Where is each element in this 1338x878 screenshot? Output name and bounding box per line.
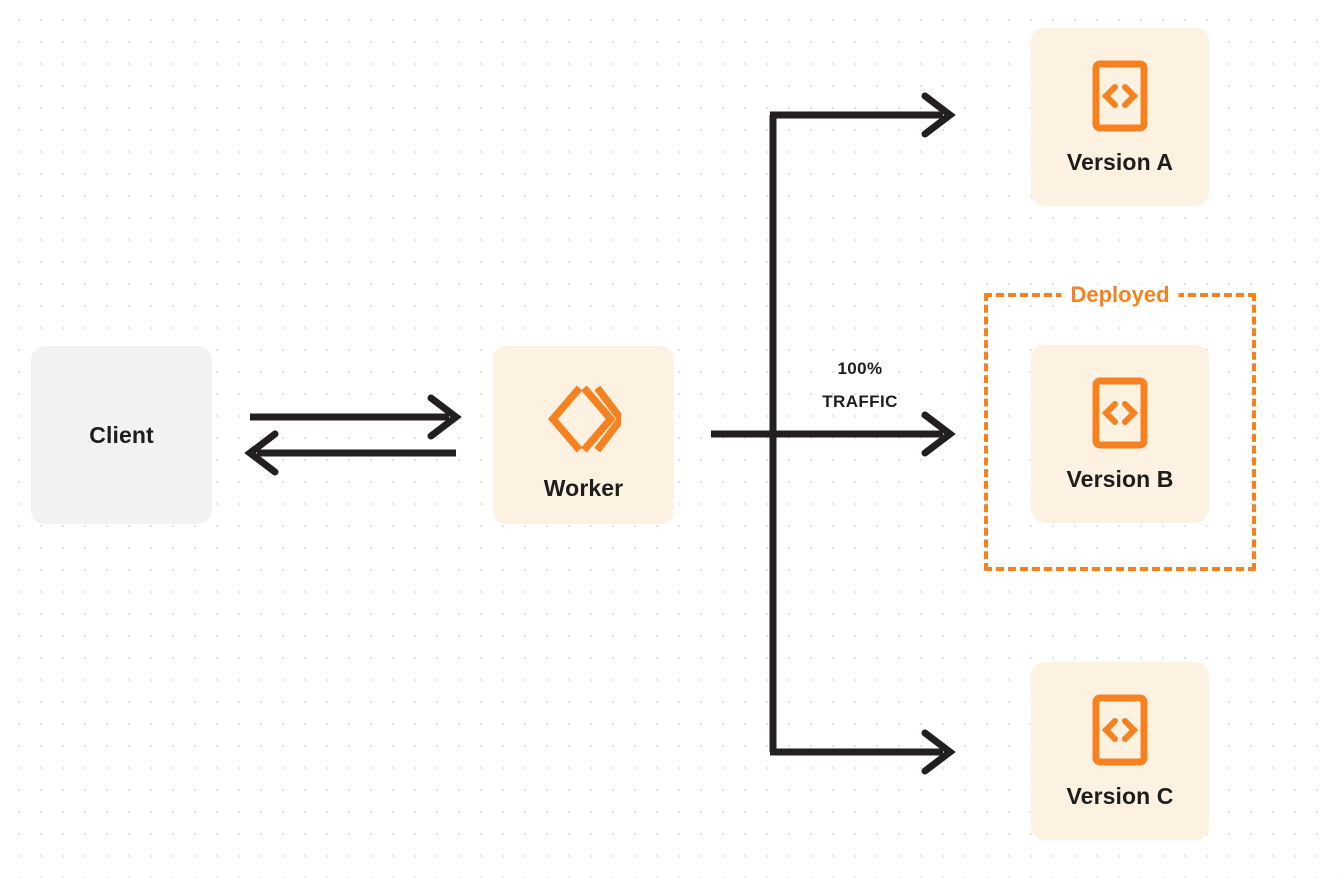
connector-worker-to-client xyxy=(244,430,456,476)
traffic-label: 100% TRAFFIC xyxy=(790,352,930,418)
version-a-node[interactable]: Version A xyxy=(1031,28,1209,206)
version-c-label: Version C xyxy=(1066,783,1174,809)
version-a-label: Version A xyxy=(1066,149,1174,175)
version-b-node[interactable]: Version B xyxy=(1031,345,1209,523)
traffic-percent: 100% xyxy=(837,359,883,378)
traffic-word: TRAFFIC xyxy=(822,392,898,412)
connector-to-version-c xyxy=(770,729,956,775)
version-c-node[interactable]: Version C xyxy=(1031,662,1209,840)
deployed-group: Deployed xyxy=(984,284,1256,571)
code-brackets-icon xyxy=(1092,694,1148,766)
client-node[interactable]: Client xyxy=(31,346,212,524)
connector-client-to-worker xyxy=(250,394,462,440)
connector-to-version-b xyxy=(773,411,956,457)
cloudflare-workers-logo-icon xyxy=(547,382,621,456)
deployed-group-label: Deployed xyxy=(1061,284,1179,306)
worker-label: Worker xyxy=(543,475,624,501)
client-label: Client xyxy=(89,421,154,448)
version-b-label: Version B xyxy=(1066,466,1174,492)
connector-to-version-a xyxy=(770,92,956,138)
code-brackets-icon xyxy=(1092,60,1148,132)
code-brackets-icon xyxy=(1092,377,1148,449)
worker-node[interactable]: Worker xyxy=(493,346,674,524)
